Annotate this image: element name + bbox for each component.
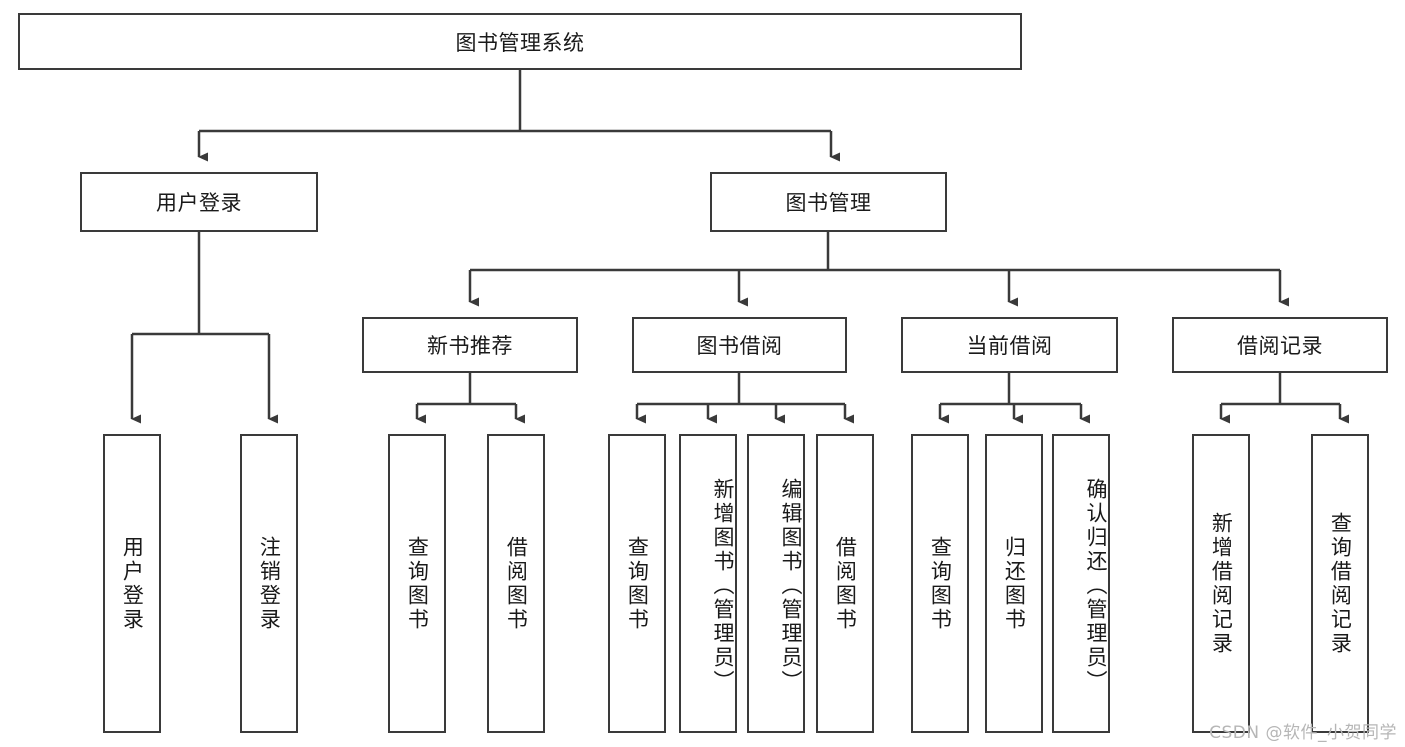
leaf-user-logout[interactable]: 注销登录 — [240, 434, 298, 733]
leaf-borrow-book[interactable]: 借阅图书 — [816, 434, 874, 733]
node-book-borrow[interactable]: 图书借阅 — [632, 317, 847, 373]
watermark-credit: CSDN @软件_小贺同学 — [1209, 723, 1397, 743]
leaf-edit-book-admin[interactable]: 编辑图书（管理员） — [747, 434, 805, 733]
leaf-query-book-recommend[interactable]: 查询图书 — [388, 434, 446, 733]
node-user-login[interactable]: 用户登录 — [80, 172, 318, 232]
leaf-add-book-admin[interactable]: 新增图书（管理员） — [679, 434, 737, 733]
leaf-query-book-current[interactable]: 查询图书 — [911, 434, 969, 733]
leaf-query-book-borrow[interactable]: 查询图书 — [608, 434, 666, 733]
node-root-system[interactable]: 图书管理系统 — [18, 13, 1022, 70]
leaf-query-borrow-record[interactable]: 查询借阅记录 — [1311, 434, 1369, 733]
leaf-user-login[interactable]: 用户登录 — [103, 434, 161, 733]
leaf-confirm-return-admin[interactable]: 确认归还（管理员） — [1052, 434, 1110, 733]
node-current-borrow[interactable]: 当前借阅 — [901, 317, 1118, 373]
node-borrow-record[interactable]: 借阅记录 — [1172, 317, 1388, 373]
node-new-book-recommend[interactable]: 新书推荐 — [362, 317, 578, 373]
node-book-manage[interactable]: 图书管理 — [710, 172, 947, 232]
leaf-return-book[interactable]: 归还图书 — [985, 434, 1043, 733]
leaf-borrow-book-recommend[interactable]: 借阅图书 — [487, 434, 545, 733]
leaf-add-borrow-record[interactable]: 新增借阅记录 — [1192, 434, 1250, 733]
